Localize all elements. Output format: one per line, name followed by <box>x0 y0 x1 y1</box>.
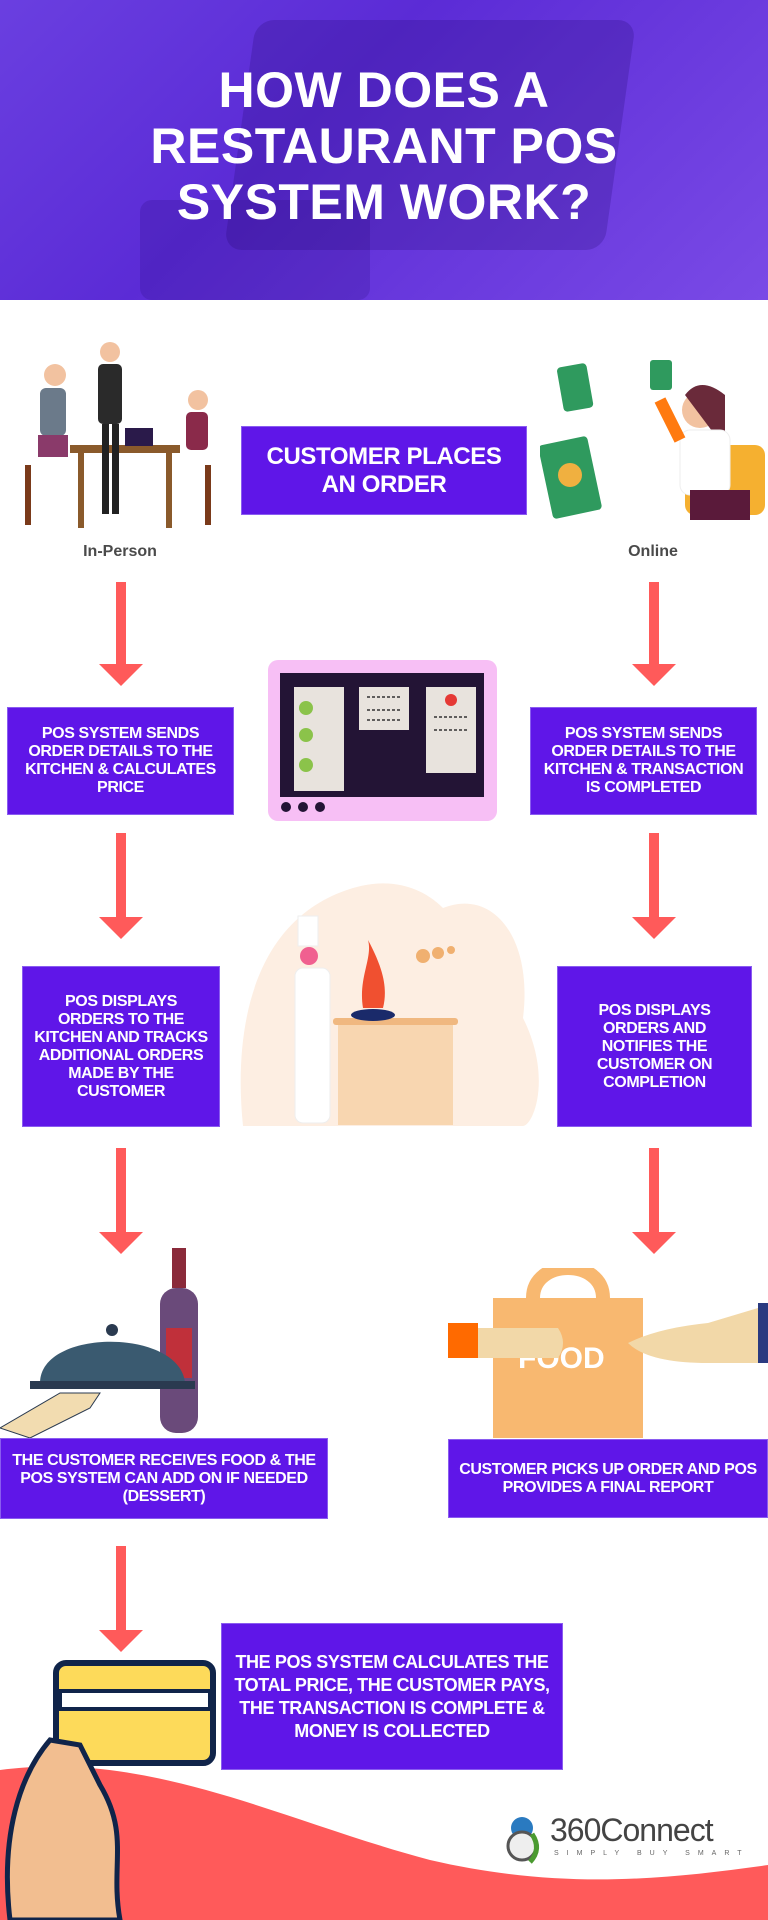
cloche-and-wine-illustration <box>0 1248 198 1438</box>
in-person-step-2: POS DISPLAYS ORDERS TO THE KITCHEN AND T… <box>22 966 220 1127</box>
title-line: HOW DOES A <box>218 62 550 118</box>
title-line: SYSTEM WORK? <box>176 174 592 230</box>
step-text: POS DISPLAYS ORDERS TO THE KITCHEN AND T… <box>34 992 208 1100</box>
arrow-down <box>99 1546 143 1652</box>
arrow-down <box>632 833 676 939</box>
online-ordering-illustration <box>540 360 765 520</box>
online-step-3: CUSTOMER PICKS UP ORDER AND POS PROVIDES… <box>448 1439 768 1518</box>
title-line: RESTAURANT POS <box>150 118 618 174</box>
arrow-down <box>99 582 143 686</box>
red-wave-background <box>0 1766 768 1920</box>
hand-holding-card-illustration <box>4 1660 216 1920</box>
360connect-logo: 360Connect SIMPLY BUY SMART <box>496 1812 756 1864</box>
step-text: THE POS SYSTEM CALCULATES THE TOTAL PRIC… <box>234 1651 550 1741</box>
page-title: HOW DOES A RESTAURANT POS SYSTEM WORK? <box>0 62 768 230</box>
pos-base-background <box>140 200 370 300</box>
online-step-1: POS SYSTEM SENDS ORDER DETAILS TO THE KI… <box>530 707 757 815</box>
logo-tagline: SIMPLY BUY SMART <box>554 1850 750 1857</box>
header-banner: HOW DOES A RESTAURANT POS SYSTEM WORK? <box>0 0 768 300</box>
logo-name: 360Connect <box>550 1812 714 1848</box>
step-text: THE CUSTOMER RECEIVES FOOD & THE POS SYS… <box>12 1451 316 1505</box>
step-text: POS DISPLAYS ORDERS AND NOTIFIES THE CUS… <box>596 1001 713 1091</box>
arrow-down <box>632 1148 676 1254</box>
online-label: Online <box>628 543 678 560</box>
in-person-step-1: POS SYSTEM SENDS ORDER DETAILS TO THE KI… <box>7 707 234 815</box>
online-step-2: POS DISPLAYS ORDERS AND NOTIFIES THE CUS… <box>557 966 752 1127</box>
start-box: CUSTOMER PLACES AN ORDER <box>241 426 527 515</box>
in-person-label: In-Person <box>83 543 157 560</box>
in-person-step-4: THE POS SYSTEM CALCULATES THE TOTAL PRIC… <box>221 1623 563 1770</box>
arrow-down <box>632 582 676 686</box>
in-person-step-3: THE CUSTOMER RECEIVES FOOD & THE POS SYS… <box>0 1438 328 1519</box>
logo-mark-icon <box>506 1817 539 1864</box>
start-text: CUSTOMER PLACES AN ORDER <box>266 442 502 498</box>
arrow-down <box>99 1148 143 1254</box>
arrow-down <box>99 833 143 939</box>
restaurant-table-illustration <box>25 342 211 528</box>
pos-tablet-illustration <box>268 660 497 821</box>
step-text: POS SYSTEM SENDS ORDER DETAILS TO THE KI… <box>543 725 744 796</box>
step-text: CUSTOMER PICKS UP ORDER AND POS PROVIDES… <box>459 1460 757 1496</box>
chef-cooking-illustration <box>240 883 539 1126</box>
food-bag-handoff-illustration: FOOD <box>448 1268 768 1438</box>
step-text: POS SYSTEM SENDS ORDER DETAILS TO THE KI… <box>25 725 216 796</box>
